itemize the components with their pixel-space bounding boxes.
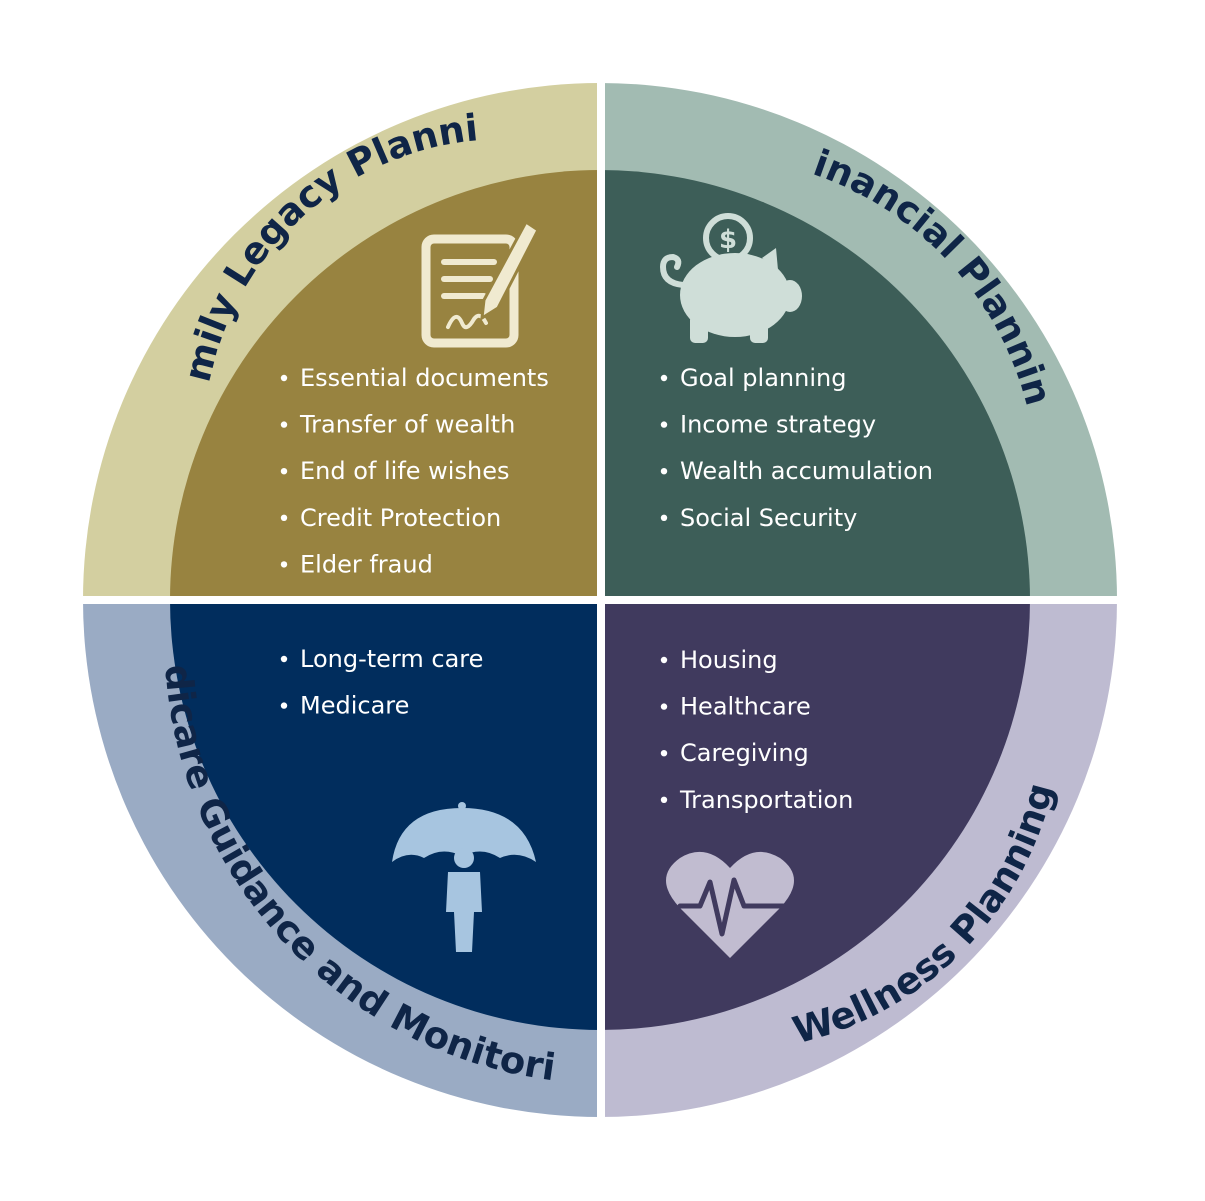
bullet-dot	[280, 514, 288, 521]
horizontal-divider	[75, 596, 1125, 604]
wellness-list-item: Transportation	[679, 786, 853, 814]
wellness-list-item: Healthcare	[680, 693, 811, 721]
wellness-item-list: HousingHealthcareCaregivingTransportatio…	[660, 646, 853, 814]
bullet-dot	[660, 468, 668, 475]
heart-pulse-icon	[666, 851, 794, 958]
bullet-dot	[660, 796, 668, 803]
bullet-dot	[280, 702, 288, 709]
medicare-list-item: Long-term care	[300, 645, 483, 673]
umbrella-person-icon	[392, 802, 536, 952]
bullet-dot	[660, 514, 668, 521]
bullet-dot	[660, 703, 668, 710]
bullet-dot	[660, 421, 668, 428]
financial-list-item: Wealth accumulation	[680, 457, 933, 485]
financial-list-item: Goal planning	[680, 364, 846, 392]
bullet-dot	[280, 468, 288, 475]
family-list-item: Essential documents	[300, 364, 549, 392]
bullet-dot	[280, 421, 288, 428]
svg-text:$: $	[719, 225, 737, 255]
wellness-list-item: Housing	[680, 646, 778, 674]
piggy-bank-icon: $	[659, 213, 802, 343]
bullet-dot	[280, 561, 288, 568]
bullet-dot	[280, 655, 288, 663]
bullet-dot	[280, 374, 288, 382]
family-list-item: Credit Protection	[300, 504, 501, 532]
family-list-item: Transfer of wealth	[299, 411, 515, 439]
bullet-dot	[660, 374, 668, 382]
bullet-dot	[660, 656, 668, 664]
medicare-list-item: Medicare	[300, 692, 409, 720]
bullet-dot	[660, 750, 668, 757]
family-list-item: Elder fraud	[300, 550, 433, 578]
document-pen-icon	[421, 219, 540, 348]
medicare-inner-panel	[170, 600, 600, 1030]
financial-list-item: Income strategy	[680, 411, 876, 439]
wellness-list-item: Caregiving	[680, 739, 809, 767]
financial-list-item: Social Security	[680, 504, 857, 532]
family-list-item: End of life wishes	[300, 457, 509, 485]
